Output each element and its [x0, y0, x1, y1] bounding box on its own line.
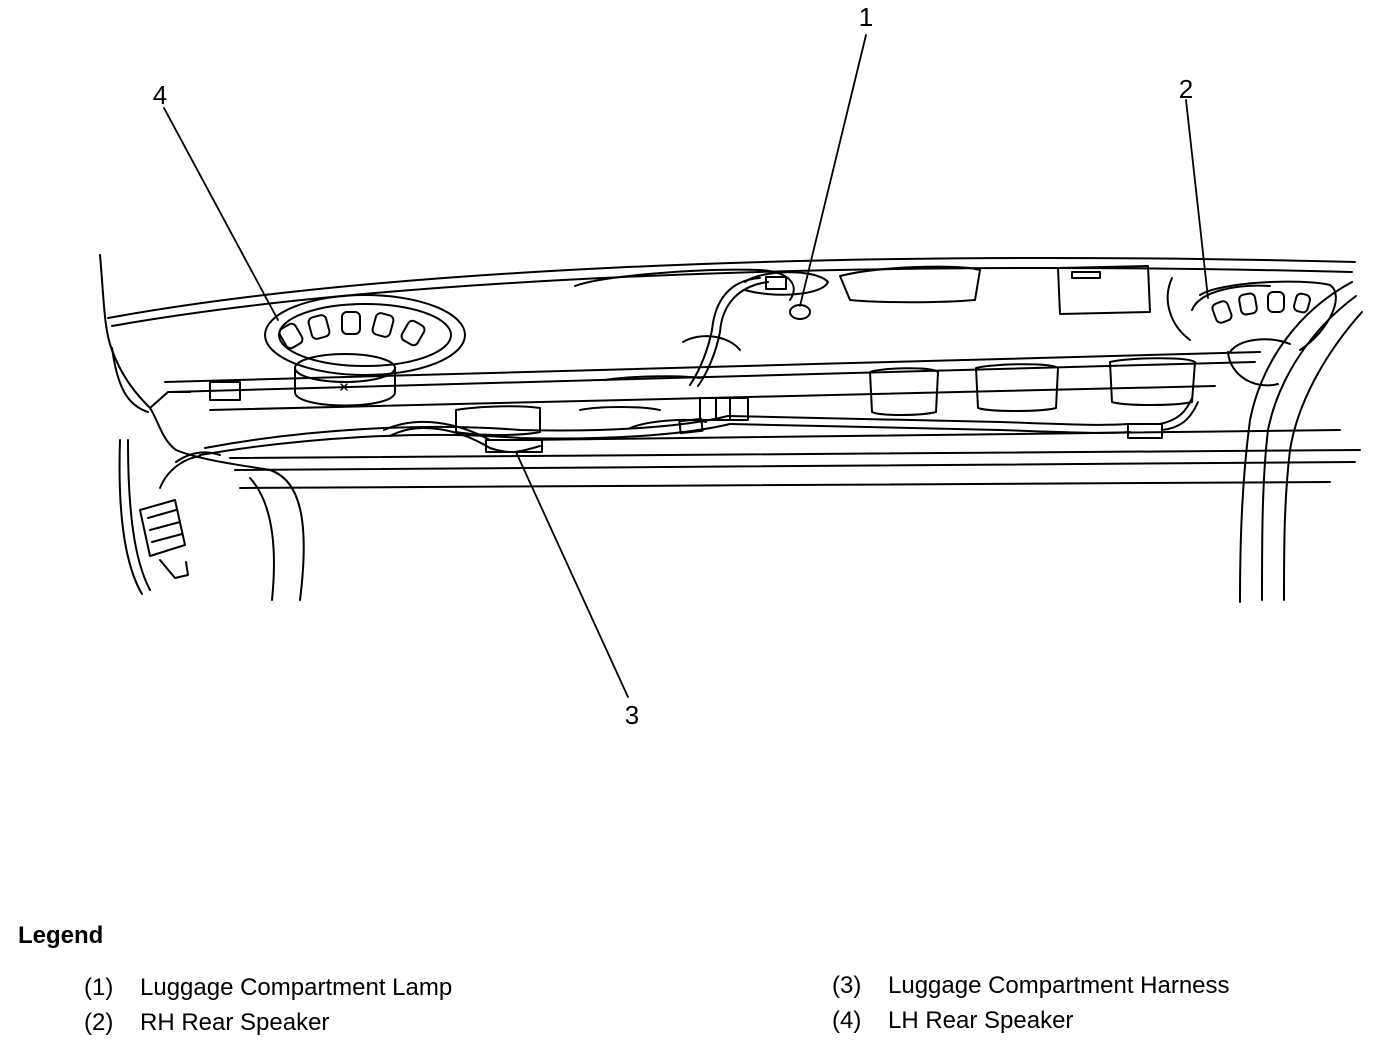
left-body-panel	[99, 254, 305, 601]
luggage-compartment-harness	[199, 397, 1199, 456]
leader-line-2	[1185, 99, 1209, 299]
luggage-compartment-lamp	[689, 271, 829, 387]
legend-item-1: (1) Luggage Compartment Lamp	[84, 974, 452, 1002]
legend-item-4: (4) LH Rear Speaker	[832, 1007, 1073, 1035]
callout-4: 4	[153, 80, 167, 110]
shelf-openings	[455, 265, 1196, 436]
legend-item-3: (3) Luggage Compartment Harness	[832, 972, 1230, 1000]
legend-number: (1)	[84, 974, 114, 1001]
lh-speaker-vents	[278, 311, 426, 350]
leader-line-1	[799, 34, 867, 307]
rh-rear-speaker	[1191, 280, 1337, 387]
legend-number: (2)	[84, 1009, 114, 1036]
legend-label: Luggage Compartment Harness	[888, 972, 1230, 999]
callout-2: 2	[1179, 74, 1193, 104]
legend-label: LH Rear Speaker	[888, 1007, 1074, 1034]
lh-rear-speaker	[264, 294, 466, 407]
right-body-panel	[1166, 277, 1363, 603]
callout-3: 3	[625, 700, 639, 730]
callout-1: 1	[859, 2, 873, 32]
legend-number: (3)	[832, 972, 862, 999]
wiring-diagram: 1 2 3 4	[99, 2, 1363, 730]
legend-label: Luggage Compartment Lamp	[140, 974, 453, 1001]
legend-number: (4)	[832, 1007, 862, 1034]
connector-lh	[139, 451, 221, 579]
legend-item-2: (2) RH Rear Speaker	[84, 1009, 329, 1037]
legend-label: RH Rear Speaker	[140, 1009, 330, 1036]
legend-title: Legend	[18, 922, 104, 949]
leader-line-3	[515, 451, 629, 698]
leader-lines	[163, 34, 1209, 698]
leader-line-4	[163, 107, 279, 321]
